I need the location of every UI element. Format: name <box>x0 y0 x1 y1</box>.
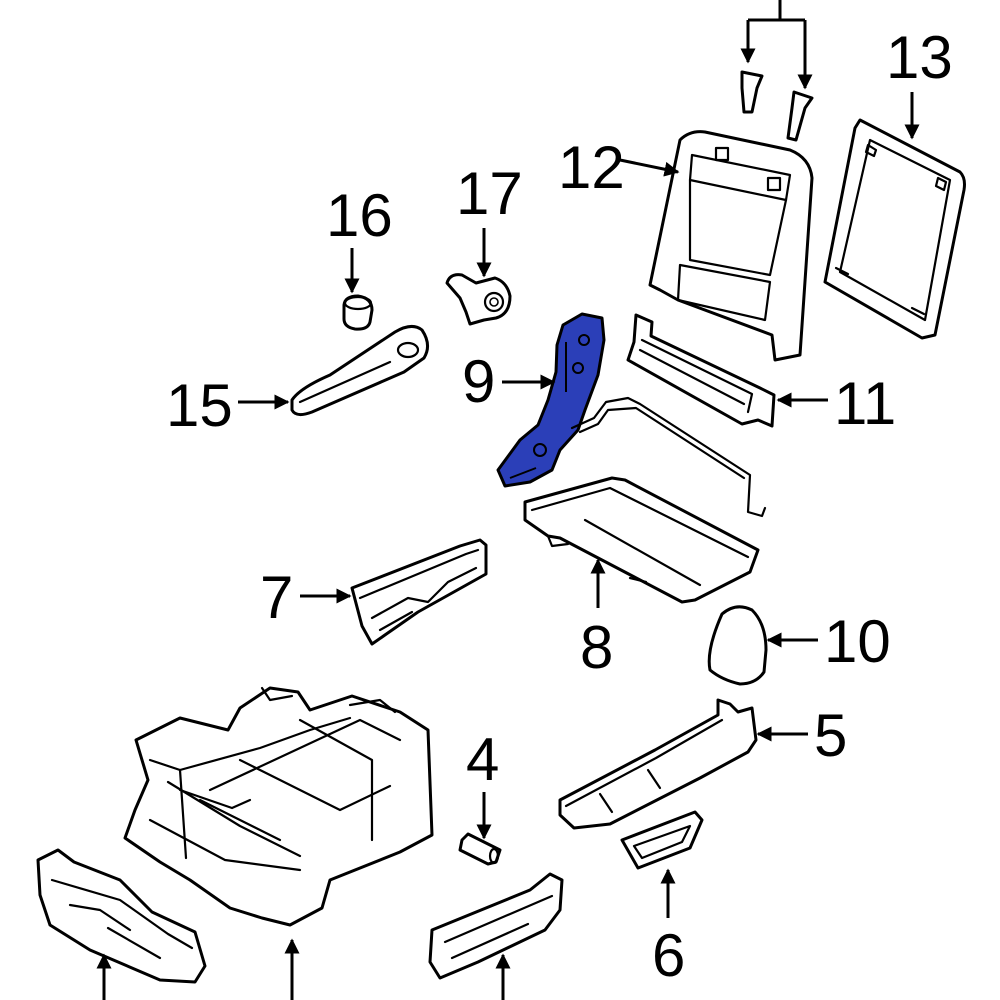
callout-15: 15 <box>166 372 233 439</box>
callout-4: 4 <box>466 726 499 793</box>
part-6-trim-piece[interactable] <box>620 810 704 870</box>
part-16-cap[interactable] <box>342 294 374 331</box>
part-12-seatback-frame[interactable] <box>648 130 814 362</box>
lower-left-side-cover[interactable] <box>36 848 207 984</box>
part-7-side-cover[interactable] <box>350 538 488 646</box>
part-4-pin[interactable] <box>458 832 502 866</box>
part-9-hinge-bracket[interactable] <box>496 312 606 488</box>
callout-10: 10 <box>824 608 891 675</box>
callout-6: 6 <box>652 922 685 989</box>
part-10-knob-cover[interactable] <box>707 605 768 686</box>
part-15-armrest[interactable] <box>290 325 429 417</box>
seat-base-frame[interactable] <box>123 686 434 927</box>
callout-17: 17 <box>456 160 523 227</box>
part-5-track-cover[interactable] <box>558 698 758 830</box>
callout-11: 11 <box>834 370 896 437</box>
callout-13: 13 <box>886 24 953 91</box>
part-17-pivot-bolt[interactable] <box>445 273 512 326</box>
part-11-lower-trim[interactable] <box>626 313 776 428</box>
callout-9: 9 <box>462 348 495 415</box>
callout-8: 8 <box>580 614 613 681</box>
callout-5: 5 <box>814 702 847 769</box>
lower-middle-cover[interactable] <box>428 872 564 980</box>
leader-arrows <box>96 92 920 1000</box>
part-8-seat-pan[interactable] <box>523 476 760 604</box>
callout-7: 7 <box>260 564 293 631</box>
callout-16: 16 <box>326 182 393 249</box>
bolt-leader-arrows <box>740 0 813 90</box>
callout-12: 12 <box>558 134 625 201</box>
seat-cable-rod[interactable] <box>570 396 767 518</box>
bolt-pair[interactable] <box>740 70 814 142</box>
part-13-back-panel[interactable] <box>823 118 966 340</box>
